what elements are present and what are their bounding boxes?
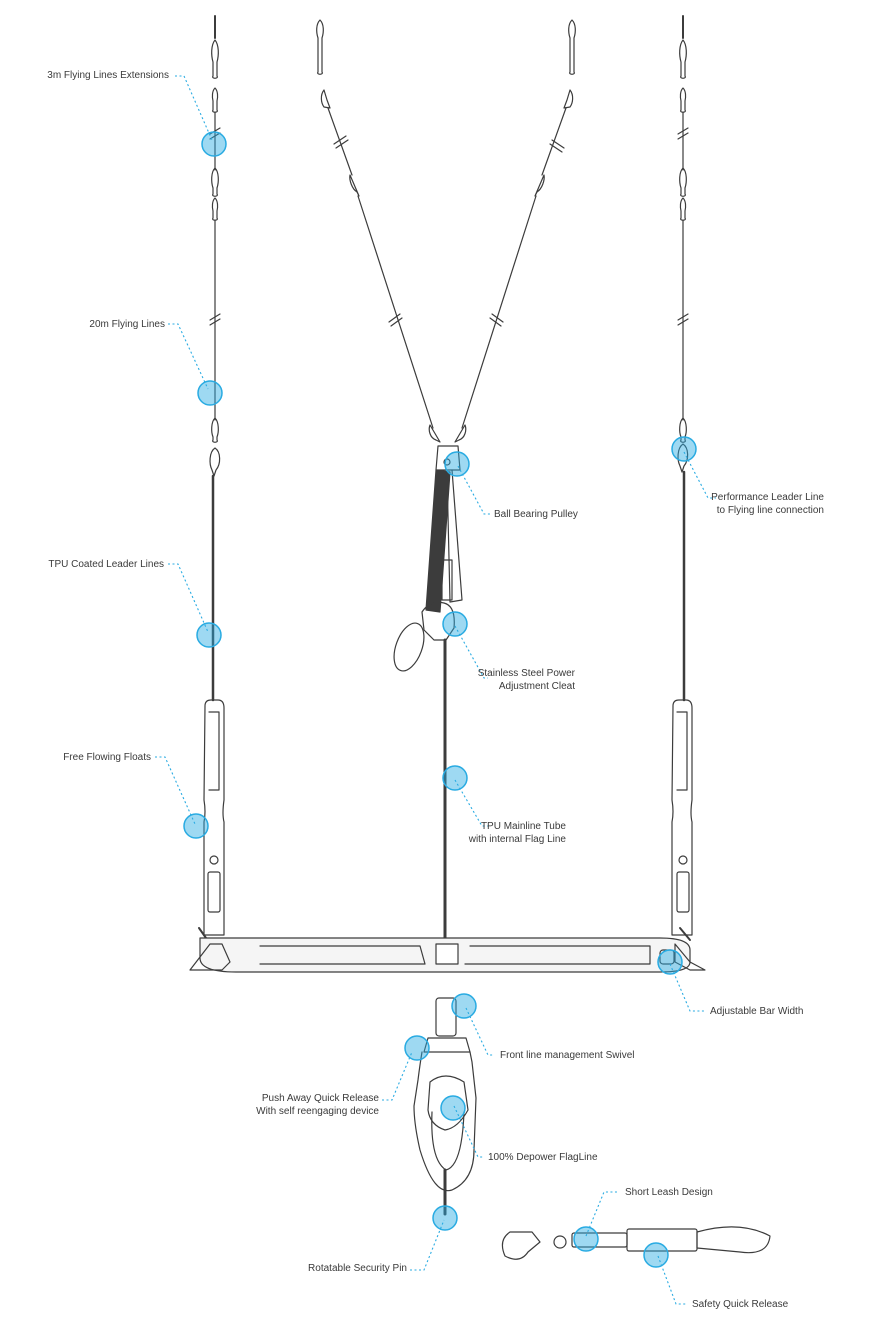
label-adjustable-bar-width: Adjustable Bar Width [710,1006,804,1017]
marker-floats [183,813,209,839]
marker-cleat [442,611,468,637]
label-rotatable-pin: Rotatable Security Pin [308,1263,407,1274]
front-lines [316,19,576,443]
marker-extension [201,131,227,157]
label-depower-flagline: 100% Depower FlagLine [488,1152,598,1163]
label-performance-leader: Performance Leader Line to Flying line c… [711,492,824,516]
label-free-flowing-floats: Free Flowing Floats [63,752,151,763]
marker-bar-width [657,949,683,975]
marker-flying-line [197,380,223,406]
control-bar [189,937,706,973]
label-flying-line-extensions: 3m Flying Lines Extensions [47,70,169,81]
label-ball-bearing-pulley: Ball Bearing Pulley [494,509,578,520]
callout-leaders [155,75,716,1305]
marker-security-pin [432,1205,458,1231]
label-mainline-tube: TPU Mainline Tube with internal Flag Lin… [468,821,566,845]
marker-flagline [440,1095,466,1121]
safety-leash [501,1226,771,1260]
marker-leader-connection [671,436,697,462]
right-steering-line [671,15,693,941]
label-tpu-leader-lines: TPU Coated Leader Lines [48,559,164,570]
marker-safety-release [643,1242,669,1268]
label-power-cleat: Stainless Steel Power Adjustment Cleat [477,668,575,692]
marker-short-leash [573,1226,599,1252]
marker-leader-line [196,622,222,648]
label-safety-release: Safety Quick Release [692,1299,789,1310]
label-flying-lines: 20m Flying Lines [89,319,165,330]
label-push-away-release: Push Away Quick Release With self reenga… [256,1093,379,1117]
marker-mainline [442,765,468,791]
marker-pulley [444,451,470,477]
label-front-line-swivel: Front line management Swivel [500,1050,635,1061]
marker-swivel [451,993,477,1019]
marker-quick-release [404,1035,430,1061]
depower-system [393,445,463,940]
label-short-leash: Short Leash Design [625,1187,713,1198]
